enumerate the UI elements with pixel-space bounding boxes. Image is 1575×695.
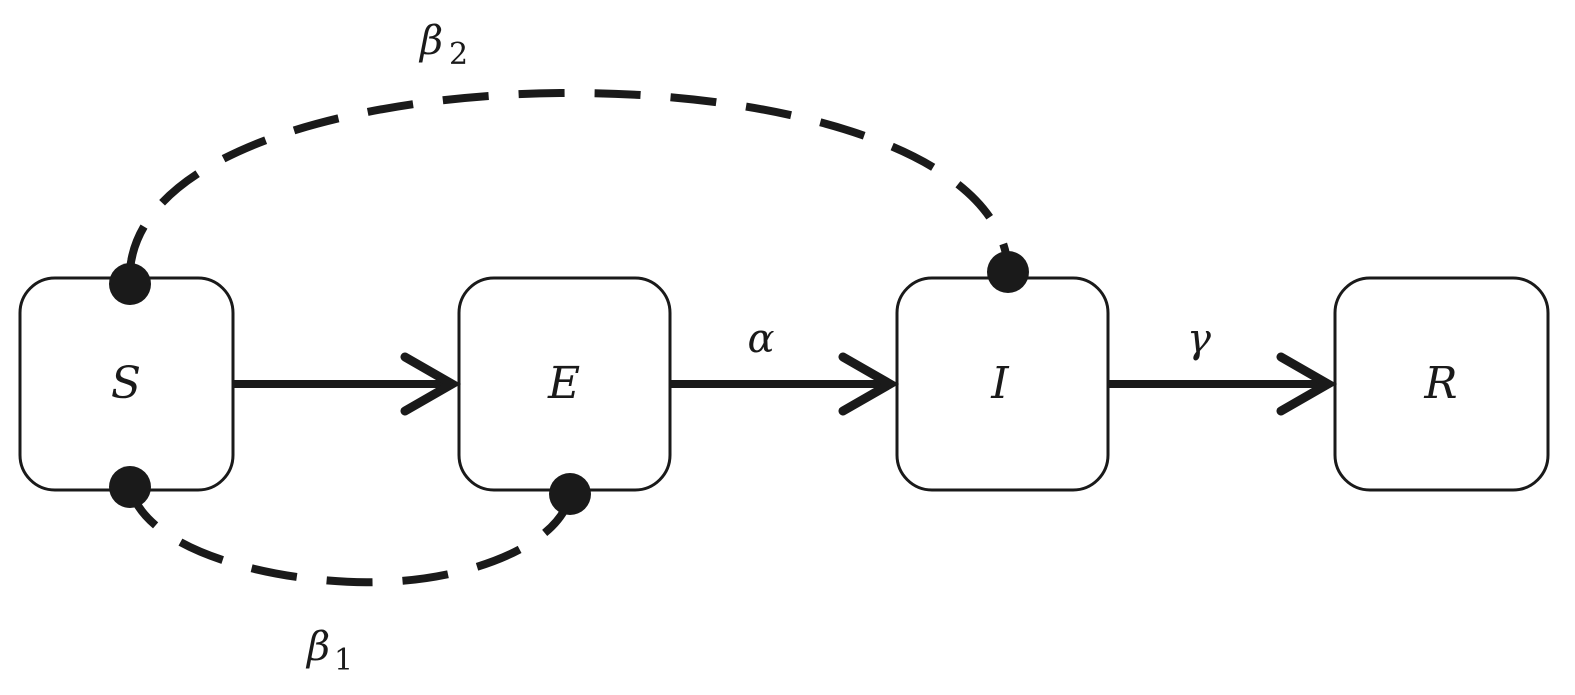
node-r: R <box>1333 276 1550 492</box>
s-top-connector-dot <box>109 263 151 305</box>
arrow-s-to-e <box>233 352 462 416</box>
arrow-e-to-i <box>670 352 900 416</box>
beta2-dashed-curve <box>126 88 1012 271</box>
node-s: S <box>18 276 235 492</box>
node-e-label: E <box>547 358 580 409</box>
node-r-label: R <box>1423 358 1457 409</box>
beta2-label: β 2 <box>418 18 468 72</box>
beta1-subscript: 1 <box>334 643 353 678</box>
beta1-symbol: β <box>305 624 330 670</box>
i-top-connector-dot <box>987 251 1029 293</box>
beta1-label: β 1 <box>305 624 353 678</box>
s-bottom-connector-dot <box>109 466 151 508</box>
beta2-subscript: 2 <box>449 37 468 72</box>
beta2-symbol: β <box>418 18 443 64</box>
beta1-dashed-curve <box>126 486 574 587</box>
node-e: E <box>457 276 672 492</box>
arrow-i-to-r <box>1108 352 1338 416</box>
node-i: I <box>895 276 1110 492</box>
node-i-label: I <box>990 358 1010 409</box>
alpha-label: α <box>747 316 774 362</box>
node-s-label: S <box>111 358 141 409</box>
e-bottom-connector-dot <box>549 473 591 515</box>
gamma-label: γ <box>1187 316 1211 362</box>
